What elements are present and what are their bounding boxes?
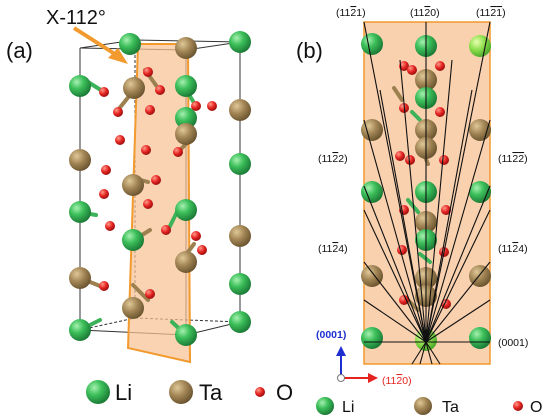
legend-o-icon — [513, 401, 523, 411]
o-atom — [399, 295, 409, 305]
li-atom — [175, 324, 197, 346]
plane-label: X-112° — [46, 7, 106, 29]
li-atom — [69, 319, 91, 341]
li-atom — [469, 327, 491, 349]
ta-atom — [175, 37, 197, 59]
ta-atom — [229, 225, 251, 247]
legend-b: Li Ta O — [316, 397, 542, 416]
plane-label-11-2-2bar: (1122) — [498, 153, 528, 165]
li-atom — [361, 327, 383, 349]
li-atom — [229, 311, 251, 333]
o-atom — [105, 221, 115, 231]
plane-label-11-2-4-right: (1124) — [498, 243, 528, 255]
legend-ta-icon — [414, 397, 432, 415]
o-atom — [191, 231, 201, 241]
legend-li-icon — [316, 397, 334, 415]
panel-a: (a) — [6, 7, 251, 364]
o-atom — [145, 105, 155, 115]
o-atom — [99, 281, 109, 291]
o-atom — [441, 205, 451, 215]
plane-label-11-2-2: (1122) — [318, 153, 348, 165]
legend-ta-icon — [169, 380, 193, 404]
legend-li-icon — [86, 380, 110, 404]
li-atom — [229, 31, 251, 53]
o-atom — [145, 289, 155, 299]
ta-atom — [175, 251, 197, 273]
li-atom — [229, 273, 251, 295]
legend-ta-label: Ta — [199, 380, 223, 405]
legend-a: Li Ta O — [86, 380, 293, 405]
ta-atom — [122, 174, 144, 196]
ta-atom — [123, 77, 145, 99]
li-atom — [122, 229, 144, 251]
plane-label-11-2-4: (1124) — [318, 243, 348, 255]
atoms-a — [69, 31, 251, 346]
o-atom — [395, 151, 405, 161]
ta-atom — [469, 119, 491, 141]
li-atom — [175, 75, 197, 97]
o-atom — [99, 189, 109, 199]
o-atom — [143, 199, 153, 209]
legend-o-label: O — [530, 399, 542, 416]
ta-atom — [69, 267, 91, 289]
o-atom — [115, 135, 125, 145]
o-atom — [173, 147, 183, 157]
plane-label-11-2-1: (1121) — [336, 7, 366, 19]
ta-atom — [175, 123, 197, 145]
li-atom — [361, 33, 383, 55]
plane-label-11-2-1bar: (1121) — [476, 7, 506, 19]
axes — [336, 346, 378, 383]
o-atom — [397, 245, 407, 255]
plane-labels: (1121) (1120) (1121) (1122) (1122) (1124… — [318, 7, 528, 349]
o-atom — [161, 225, 171, 235]
legend-o-label: O — [276, 380, 293, 405]
o-atom — [99, 87, 109, 97]
panel-b-label: (b) — [296, 38, 323, 63]
plane-label-0001: (0001) — [498, 337, 528, 349]
o-atom — [191, 101, 201, 111]
axis-label-11-2-0: (1120) — [382, 375, 412, 387]
axis-label-0001: (0001) — [316, 329, 346, 341]
legend-li-label: Li — [342, 399, 354, 416]
o-atom — [399, 61, 409, 71]
panel-b: (b) — [296, 7, 528, 387]
o-atom — [155, 85, 165, 95]
ta-atom — [122, 297, 144, 319]
li-atom — [175, 107, 197, 129]
legend-li-label: Li — [115, 380, 132, 405]
li-atom — [119, 33, 141, 55]
o-atom — [113, 107, 123, 117]
o-atom — [405, 155, 415, 165]
plane-lines — [363, 21, 491, 365]
o-atom — [439, 155, 449, 165]
ta-atom — [229, 99, 251, 121]
ta-atom — [69, 149, 91, 171]
li-atom — [469, 35, 491, 57]
legend-ta-label: Ta — [442, 399, 459, 416]
o-atom — [435, 61, 445, 71]
ta-atom — [361, 119, 383, 141]
o-atom — [141, 145, 151, 155]
o-atom — [151, 175, 161, 185]
o-atom — [207, 101, 217, 111]
plane-arrow — [72, 26, 128, 64]
o-atom — [407, 65, 417, 75]
legend-o-icon — [255, 387, 265, 397]
o-atom — [101, 165, 111, 175]
li-atom — [175, 199, 197, 221]
li-atom — [69, 75, 91, 97]
o-atom — [143, 67, 153, 77]
o-atom — [435, 107, 445, 117]
li-atom — [229, 153, 251, 175]
panel-a-label: (a) — [6, 38, 33, 63]
o-atom — [197, 245, 207, 255]
ta-atom — [361, 265, 383, 287]
plane-label-11-2-0: (1120) — [410, 7, 440, 19]
li-atom — [361, 181, 383, 203]
li-atom — [69, 201, 91, 223]
